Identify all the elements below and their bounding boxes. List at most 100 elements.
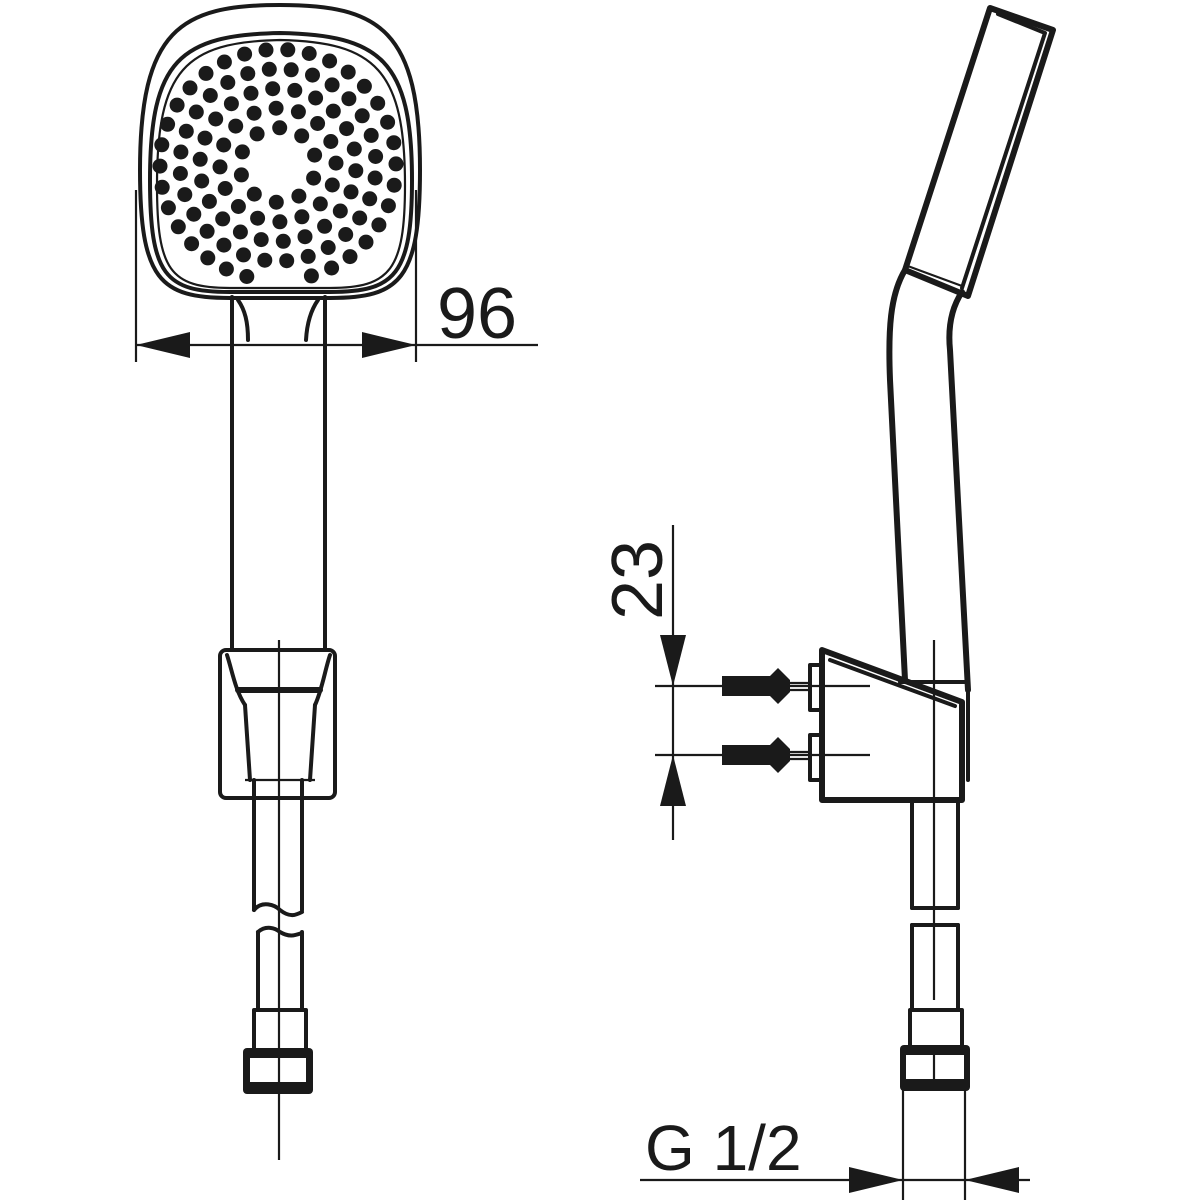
nozzle-dot xyxy=(208,111,224,127)
nozzle-dot xyxy=(223,96,239,112)
shower-head-side xyxy=(902,5,1056,299)
nozzle-dot xyxy=(352,210,368,226)
nozzle-dot xyxy=(346,141,362,157)
nozzle-dot xyxy=(192,151,208,167)
nozzle-dot xyxy=(236,247,251,263)
nozzle-dot xyxy=(160,116,176,132)
nozzle-dot xyxy=(287,82,303,98)
nozzle-dot xyxy=(201,193,217,209)
nozzle-dot xyxy=(307,147,323,163)
nozzle-dot xyxy=(323,134,339,149)
nozzle-dot xyxy=(386,135,402,151)
nozzle-dot xyxy=(230,199,246,214)
nozzle-dot xyxy=(194,173,210,189)
nozzle-dot xyxy=(388,156,404,172)
nozzle-dot xyxy=(306,170,322,186)
nozzle-dot xyxy=(294,128,310,144)
nozzle-dot xyxy=(197,130,213,146)
nozzle-dot xyxy=(291,188,307,204)
nozzle-dot xyxy=(215,211,231,227)
dimension-head-width: 96 xyxy=(134,190,538,362)
nozzle-dot xyxy=(188,104,204,120)
nozzle-dot xyxy=(367,170,383,186)
dimension-hole-spacing: 23 xyxy=(598,525,870,840)
nozzle-dot xyxy=(217,181,233,196)
nozzle-dot xyxy=(312,196,328,212)
nozzle-dot xyxy=(154,137,170,153)
nozzle-dot xyxy=(172,166,188,181)
nozzle-dot xyxy=(199,223,215,239)
nozzle-dot xyxy=(371,217,387,233)
spray-nozzles xyxy=(152,42,404,284)
front-view: 96 xyxy=(134,3,538,1160)
nozzle-dot xyxy=(305,67,320,83)
nozzle-dot xyxy=(343,184,359,200)
nozzle-dot xyxy=(232,224,248,240)
nozzle-dot xyxy=(339,121,355,137)
nozzle-dot xyxy=(332,203,348,219)
nozzle-dot xyxy=(356,78,372,94)
nozzle-dot xyxy=(246,105,262,121)
shower-head-outline xyxy=(138,3,422,300)
nozzle-dot xyxy=(354,108,370,124)
nozzle-dot xyxy=(250,210,266,226)
nozzle-dot xyxy=(257,252,273,268)
nozzle-dot xyxy=(341,91,357,107)
nozzle-dot xyxy=(216,137,232,153)
nozzle-dot xyxy=(177,187,193,203)
nozzle-dot xyxy=(303,268,319,284)
nozzle-dot xyxy=(239,269,255,284)
nozzle-dot xyxy=(152,158,168,174)
nozzle-dot xyxy=(261,61,277,77)
nozzle-dot xyxy=(228,118,244,134)
nozzle-dot xyxy=(279,253,295,269)
nozzle-dot xyxy=(237,46,253,62)
wall-plugs xyxy=(722,668,812,773)
nozzle-dot xyxy=(243,85,259,101)
nozzle-dot xyxy=(198,65,214,81)
nozzle-dot xyxy=(154,179,170,195)
dimension-label-thread: G 1/2 xyxy=(645,1112,802,1184)
nozzle-dot xyxy=(272,120,288,136)
hose-front xyxy=(243,778,313,1094)
nozzle-dot xyxy=(173,144,189,160)
nozzle-dot xyxy=(272,214,288,230)
nozzle-dot xyxy=(212,159,228,175)
nozzle-dot xyxy=(283,62,299,78)
nozzle-dot xyxy=(368,149,384,164)
nozzle-dot xyxy=(240,66,256,82)
nozzle-dot xyxy=(160,200,176,216)
nozzle-dot xyxy=(253,232,269,248)
nozzle-dot xyxy=(324,77,340,93)
hose-side xyxy=(900,798,970,1091)
nozzle-dot xyxy=(249,126,265,142)
nozzle-dot xyxy=(233,167,249,183)
nozzle-dot xyxy=(220,75,236,90)
wall-holder-side xyxy=(808,640,970,1000)
nozzle-dot xyxy=(258,42,274,58)
nozzle-dot xyxy=(268,194,284,210)
nozzle-dot xyxy=(317,218,333,234)
nozzle-dot xyxy=(322,53,338,69)
nozzle-dot xyxy=(182,80,198,96)
nozzle-dot xyxy=(325,103,341,119)
nozzle-dot xyxy=(216,54,232,70)
nozzle-dot xyxy=(380,198,396,214)
nozzle-dot xyxy=(297,229,313,245)
nozzle-dot xyxy=(275,233,291,249)
nozzle-dot xyxy=(294,209,310,225)
nozzle-dot xyxy=(186,206,202,222)
nozzle-dot xyxy=(170,219,186,235)
nozzle-dot xyxy=(202,88,218,103)
nozzle-dot xyxy=(342,249,358,265)
nozzle-dot xyxy=(246,186,262,202)
nozzle-dot xyxy=(358,234,374,250)
nozzle-dot xyxy=(386,177,402,193)
nozzle-dot xyxy=(370,95,386,111)
nozzle-dot xyxy=(324,177,340,193)
nozzle-dot xyxy=(338,227,354,242)
nozzle-dot xyxy=(280,42,296,58)
wall-holder-front xyxy=(218,648,337,800)
nozzle-dot xyxy=(363,127,379,143)
